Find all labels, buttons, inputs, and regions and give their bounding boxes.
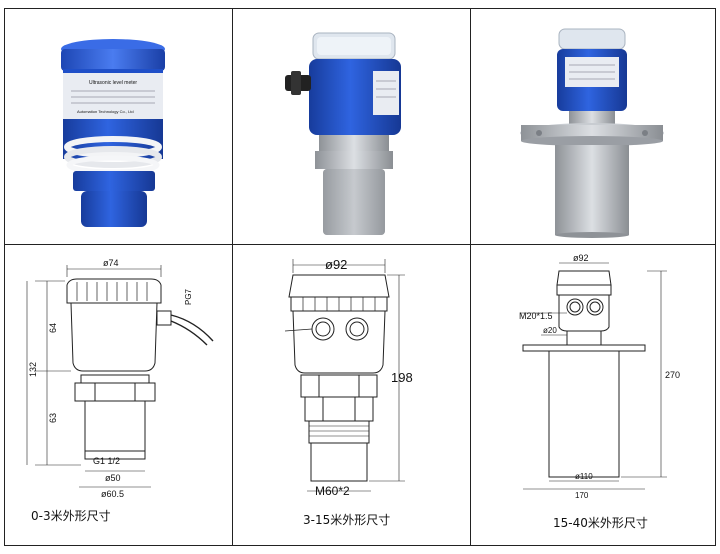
- dim-upper: 64: [48, 323, 58, 333]
- product-photo-flanged-art: [520, 28, 664, 238]
- drawing-small: ø74 PG7 64 132 63 G1 1/2 ø50 ø60.5 0-3米外…: [5, 245, 232, 545]
- dim-lower: 63: [48, 413, 58, 423]
- drawing-flanged-svg: ø92 M20*1.5 ø20 270 ø110 170: [519, 253, 680, 500]
- photo-label-title: Ultrasonic level meter: [89, 80, 137, 86]
- drawing-small-svg: ø74 PG7 64 132 63 G1 1/2 ø50 ø60.5: [26, 258, 214, 499]
- dim-neck: ø20: [543, 326, 557, 335]
- dim-thread: M60*2: [315, 484, 350, 498]
- drawing-medium-svg: ø92 198 M60*2: [284, 257, 413, 498]
- product-photo-medium-art: [285, 32, 401, 235]
- dim-thread: G1 1/2: [93, 456, 120, 466]
- product-photo-flanged: [471, 9, 715, 244]
- dim-inner: ø50: [105, 473, 121, 483]
- caption-medium: 3-15米外形尺寸: [303, 513, 391, 527]
- border-left: [4, 8, 5, 546]
- dim-total: 132: [28, 362, 38, 377]
- dim-top-dia: ø92: [325, 257, 347, 272]
- dim-gland: M20*1.5: [519, 311, 553, 321]
- border-top: [4, 8, 716, 9]
- dim-height: 270: [665, 370, 680, 380]
- product-photo-small-art: Ultrasonic level meter Automation Techno…: [61, 39, 165, 227]
- caption-small: 0-3米外形尺寸: [31, 509, 111, 523]
- product-photo-medium: [233, 9, 470, 244]
- dim-outer: ø60.5: [101, 489, 124, 499]
- dim-cable: PG7: [184, 288, 193, 305]
- drawing-medium: ø92 198 M60*2 3-15米外形尺寸: [233, 245, 470, 545]
- caption-flanged: 15-40米外形尺寸: [553, 516, 648, 530]
- border-middle: [4, 244, 716, 245]
- border-col-2: [470, 8, 471, 546]
- dim-top-dia: ø92: [573, 253, 589, 263]
- border-bottom: [4, 545, 716, 546]
- dim-top-dia: ø74: [103, 258, 119, 268]
- border-right: [715, 8, 716, 546]
- drawing-flanged: ø92 M20*1.5 ø20 270 ø110 170 15-40米外形尺寸: [471, 245, 715, 545]
- dim-flange: 170: [575, 491, 589, 500]
- photo-label-brand: Automation Technology Co., Ltd: [77, 109, 134, 114]
- dim-height: 198: [391, 370, 413, 385]
- product-photo-small: Ultrasonic level meter Automation Techno…: [5, 9, 232, 244]
- dim-body: ø110: [575, 472, 593, 481]
- border-col-1: [232, 8, 233, 546]
